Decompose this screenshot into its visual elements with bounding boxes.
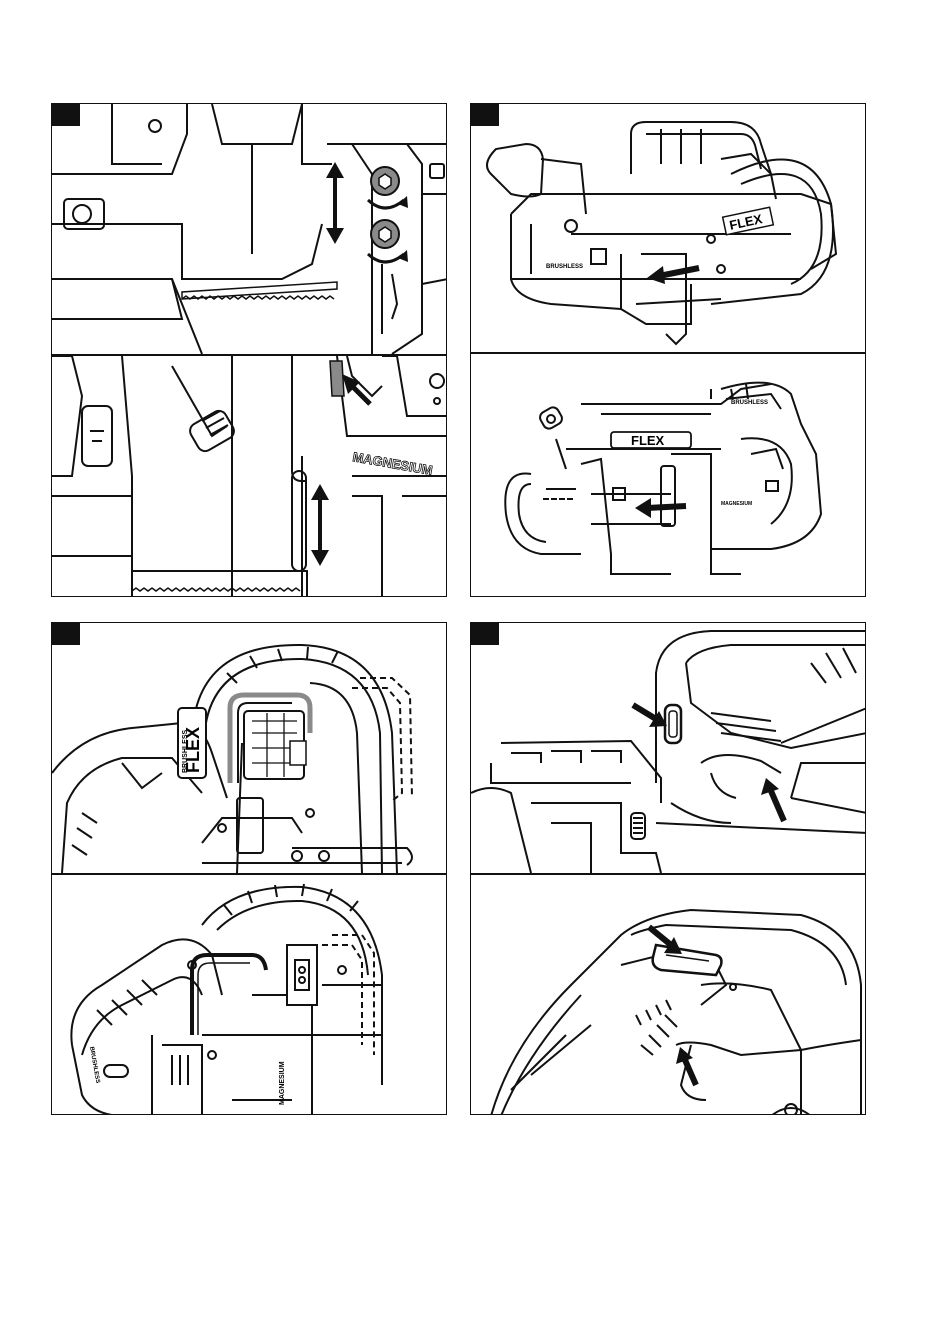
blade-guide-illustration: MAGNESIUM: [52, 356, 446, 597]
saw-side-right-illustration: FLEX BRUSHLESS MAGNESIUM: [471, 354, 865, 597]
figure-blade-installation: FLEX BRUSHLESS: [470, 103, 866, 597]
saw-side-left-illustration: FLEX BRUSHLESS: [471, 104, 865, 352]
brushless-label: BRUSHLESS: [731, 400, 768, 406]
pointer-arrow-icon: [676, 1047, 696, 1085]
pointer-arrow-icon: [647, 266, 699, 284]
magnesium-label: MAGNESIUM: [279, 1061, 286, 1105]
handle-switch-top-illustration: [471, 875, 865, 1115]
figure-trigger-switch: [470, 622, 866, 1115]
pointer-arrow-icon: [761, 778, 784, 821]
double-arrow-icon: [311, 484, 329, 566]
hook-rear-illustration: MAGNESIUM BRUSHLESS: [52, 875, 446, 1115]
figure-hanging-hook: FLEX BRUSHLESS: [51, 622, 447, 1115]
figure-number-badge: [52, 104, 80, 126]
figure-number-badge: [471, 623, 499, 645]
panel-divider: [471, 352, 865, 354]
flex-logo: FLEX: [631, 433, 665, 448]
blade-tension-illustration: [52, 104, 446, 354]
panel-divider: [471, 873, 865, 875]
figure-number-badge: [52, 623, 80, 645]
panel-blade-tension: [52, 104, 446, 354]
panel-handle-switch-top: [471, 875, 865, 1115]
panel-handle-switch-side: [471, 623, 865, 873]
figure-number-badge: [471, 104, 499, 126]
figure-blade-adjustment: MAGNESIUM: [51, 103, 447, 597]
panel-blade-guide: MAGNESIUM: [52, 356, 446, 597]
brushless-label: BRUSHLESS: [88, 1046, 100, 1083]
panel-saw-side-right: FLEX BRUSHLESS MAGNESIUM: [471, 354, 865, 597]
panel-hook-front: FLEX BRUSHLESS: [52, 623, 446, 873]
brushless-label: BRUSHLESS: [546, 264, 583, 270]
handle-switch-side-illustration: [471, 623, 865, 873]
magnesium-label: MAGNESIUM: [721, 501, 752, 507]
double-arrow-icon: [326, 162, 344, 244]
panel-hook-rear: MAGNESIUM BRUSHLESS: [52, 875, 446, 1115]
magnesium-label: MAGNESIUM: [351, 449, 433, 478]
brushless-label: BRUSHLESS: [182, 729, 189, 773]
panel-divider: [52, 873, 446, 875]
hook-front-illustration: FLEX BRUSHLESS: [52, 623, 446, 873]
panel-divider: [52, 354, 446, 356]
pointer-arrow-icon: [633, 705, 667, 727]
panel-saw-side-left: FLEX BRUSHLESS: [471, 104, 865, 352]
